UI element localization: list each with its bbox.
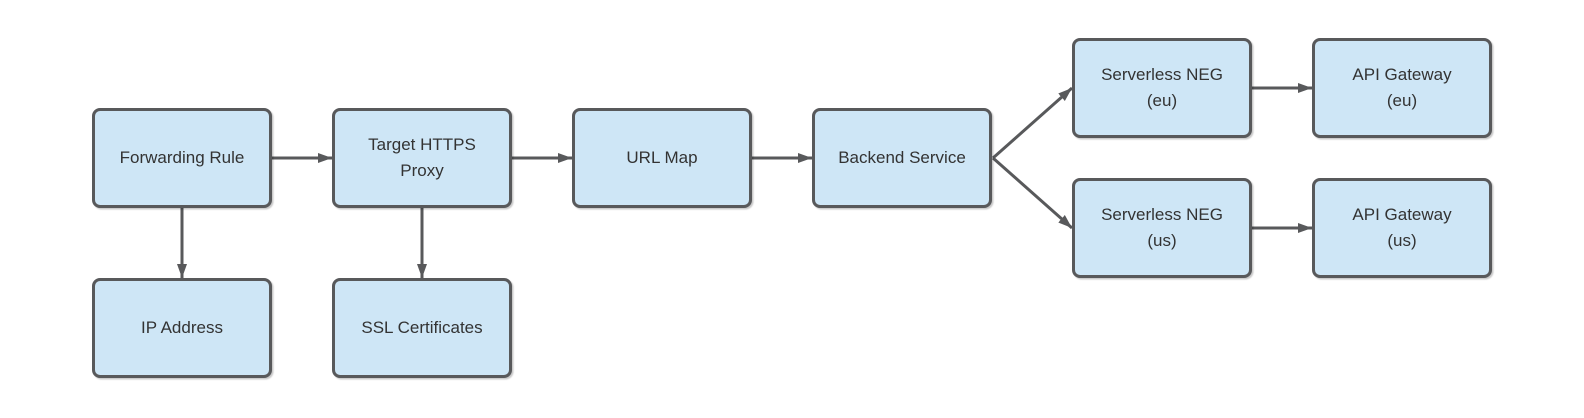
node-forwarding-rule: Forwarding Rule [92,108,272,208]
node-ssl-certificates: SSL Certificates [332,278,512,378]
node-url-map: URL Map [572,108,752,208]
node-backend-service: Backend Service [812,108,992,208]
node-serverless-neg-us: Serverless NEG (us) [1072,178,1252,278]
node-forwarding-rule-label: Forwarding Rule [119,148,245,167]
node-url-map-label: URL Map [626,148,698,167]
node-serverless-neg-eu: Serverless NEG (eu) [1072,38,1252,138]
edge-backend-service-to-serverless-neg-us [992,156,1073,230]
edge-backend-service-to-serverless-neg-eu [992,86,1073,160]
node-backend-service-label: Backend Service [838,148,966,167]
node-serverless-neg-us-label: Serverless NEG (us) [1101,205,1223,250]
node-target-https-proxy: Target HTTPS Proxy [332,108,512,208]
node-api-gateway-eu: API Gateway (eu) [1312,38,1492,138]
node-api-gateway-us-label: API Gateway (us) [1352,205,1452,250]
node-ip-address: IP Address [92,278,272,378]
node-ip-address-label: IP Address [141,318,223,337]
node-api-gateway-us: API Gateway (us) [1312,178,1492,278]
node-ssl-certificates-label: SSL Certificates [361,318,483,337]
node-api-gateway-eu-label: API Gateway (eu) [1352,65,1452,110]
node-serverless-neg-eu-label: Serverless NEG (eu) [1101,65,1223,110]
node-target-https-proxy-label: Target HTTPS Proxy [368,135,476,180]
